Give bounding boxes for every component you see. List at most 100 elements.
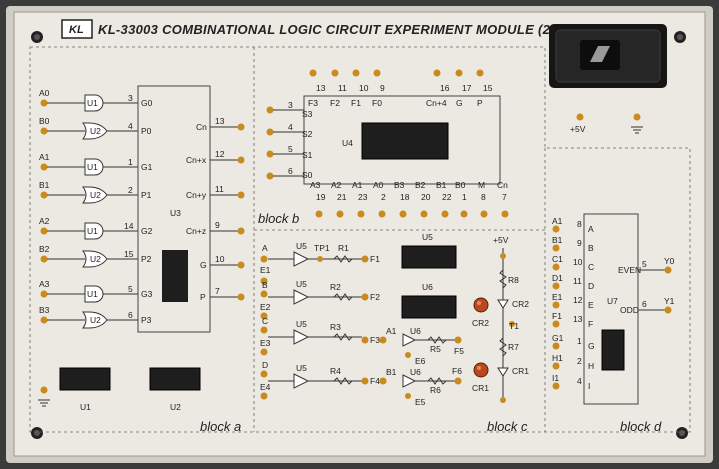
test-point-tp1[interactable] <box>317 256 323 262</box>
terminal-cn-b[interactable] <box>501 210 509 218</box>
input-terminal-c-c[interactable] <box>260 326 268 334</box>
terminal-b3-b[interactable] <box>399 210 407 218</box>
output-terminal-f2[interactable] <box>361 293 369 301</box>
input-terminal-a2[interactable] <box>40 227 48 235</box>
terminal-b0-b[interactable] <box>460 210 468 218</box>
output-terminal-g[interactable] <box>237 261 245 269</box>
gate-label: U1 <box>87 226 98 236</box>
gp-label: G2 <box>141 226 153 236</box>
terminal-s3[interactable] <box>266 106 274 114</box>
terminal-s1[interactable] <box>266 150 274 158</box>
label: Y0 <box>664 256 675 266</box>
label: U6 <box>410 326 421 336</box>
label: M <box>478 180 485 190</box>
terminal-ground[interactable] <box>633 113 641 121</box>
u4-label: U4 <box>342 138 353 148</box>
input-terminal-h1-d[interactable] <box>552 362 560 370</box>
input-terminal-b2[interactable] <box>40 255 48 263</box>
input-terminal-f1-d[interactable] <box>552 320 560 328</box>
pin: 5 <box>642 259 647 269</box>
terminal-cn4[interactable] <box>433 69 441 77</box>
terminal-f1[interactable] <box>352 69 360 77</box>
terminal-s2[interactable] <box>266 128 274 136</box>
output-terminal-p[interactable] <box>237 293 245 301</box>
label: F <box>588 319 593 329</box>
input-terminal-e2-c[interactable] <box>260 312 268 320</box>
or-gate-icon <box>82 122 108 140</box>
label: CR2 <box>512 299 529 309</box>
pin: 12 <box>573 295 583 305</box>
terminal-t1[interactable] <box>509 321 515 327</box>
buffer-icon <box>293 329 310 345</box>
pin: 10 <box>573 257 583 267</box>
label: F0 <box>372 98 382 108</box>
output-terminal-cn[interactable] <box>237 123 245 131</box>
input-terminal-a3[interactable] <box>40 290 48 298</box>
u3-output-label: Cn <box>196 122 207 132</box>
terminal-a1-b[interactable] <box>357 210 365 218</box>
input-terminal-e4-c[interactable] <box>260 392 268 400</box>
terminal-e5[interactable] <box>405 393 411 399</box>
gate-rows: A0 U1 3 G0 B0 U2 4 P0 A1 U1 1 G1 <box>39 88 153 329</box>
u3-output-label: G <box>200 260 207 270</box>
terminal-a0-b[interactable] <box>378 210 386 218</box>
pin: 1 <box>577 336 582 346</box>
input-terminal-a0[interactable] <box>40 99 48 107</box>
buffer-icon <box>402 333 417 347</box>
terminal-b2-b[interactable] <box>420 210 428 218</box>
output-terminal-cny[interactable] <box>237 191 245 199</box>
input-terminal-a1-c[interactable] <box>379 336 387 344</box>
output-terminal-f3[interactable] <box>361 336 369 344</box>
input-terminal-g1-d[interactable] <box>552 342 560 350</box>
input-terminal-b0[interactable] <box>40 127 48 135</box>
output-terminal-f5[interactable] <box>454 336 462 344</box>
output-terminal-y1[interactable] <box>664 306 672 314</box>
terminal-a2-b[interactable] <box>336 210 344 218</box>
terminal-p-b[interactable] <box>476 69 484 77</box>
buffer-icon <box>293 289 310 305</box>
terminal-5v[interactable] <box>576 113 584 121</box>
terminal-b1-b[interactable] <box>441 210 449 218</box>
output-terminal-cnx[interactable] <box>237 156 245 164</box>
input-terminal-b1[interactable] <box>40 191 48 199</box>
input-terminal-e1-c[interactable] <box>260 277 268 285</box>
input-terminal-e3-c[interactable] <box>260 348 268 356</box>
input-terminal-d1-d[interactable] <box>552 282 560 290</box>
input-terminal-d-c[interactable] <box>260 370 268 378</box>
input-terminal-i1-d[interactable] <box>552 382 560 390</box>
terminal-a3-b[interactable] <box>315 210 323 218</box>
label: TP1 <box>314 243 330 253</box>
input-terminal-b-c[interactable] <box>260 290 268 298</box>
input-terminal-e1-d[interactable] <box>552 301 560 309</box>
terminal-f3[interactable] <box>309 69 317 77</box>
label: E1 <box>260 265 271 275</box>
input-terminal-b1-c[interactable] <box>379 377 387 385</box>
terminal-5v-c[interactable] <box>500 253 506 259</box>
terminal-f2[interactable] <box>331 69 339 77</box>
input-terminal-a1[interactable] <box>40 163 48 171</box>
terminal-g-b[interactable] <box>455 69 463 77</box>
terminal-led-bottom[interactable] <box>500 397 506 403</box>
output-terminal-f6[interactable] <box>454 377 462 385</box>
input-terminal-b3[interactable] <box>40 316 48 324</box>
output-terminal-y0[interactable] <box>664 266 672 274</box>
terminal-m[interactable] <box>480 210 488 218</box>
input-terminal-a-c[interactable] <box>260 255 268 263</box>
label: H1 <box>552 353 563 363</box>
terminal-f0[interactable] <box>373 69 381 77</box>
output-terminal-cnz[interactable] <box>237 227 245 235</box>
label: A1 <box>552 216 563 226</box>
terminal-s0[interactable] <box>266 172 274 180</box>
label: Cn <box>497 180 508 190</box>
terminal-e6[interactable] <box>405 352 411 358</box>
input-terminal-a1-d[interactable] <box>552 225 560 233</box>
plus5v-label: +5V <box>570 124 586 134</box>
output-terminal-f4[interactable] <box>361 377 369 385</box>
terminal-ground-a[interactable] <box>40 386 48 394</box>
label: B1 <box>386 367 397 377</box>
input-terminal-b1-d[interactable] <box>552 244 560 252</box>
output-terminal-f1[interactable] <box>361 255 369 263</box>
power-connector[interactable] <box>549 24 667 88</box>
input-terminal-c1-d[interactable] <box>552 263 560 271</box>
